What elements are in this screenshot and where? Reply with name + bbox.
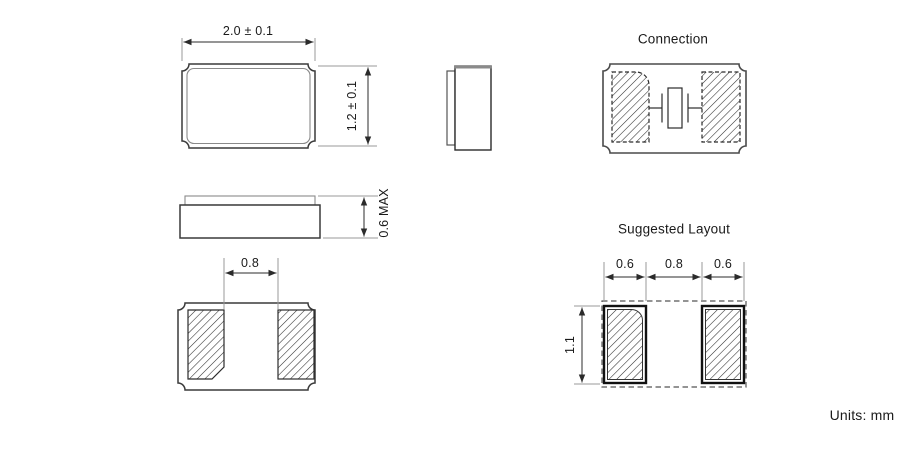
- package-body-outline: [181, 63, 316, 149]
- layout-title: Suggested Layout: [617, 221, 731, 237]
- package-lid-outline: [186, 67, 311, 145]
- layout-component-outline-dashed: [601, 300, 747, 388]
- end-view-drawing: [446, 65, 492, 151]
- connection-left-pad-hatched: [611, 71, 650, 143]
- dim-label-side-height: 0.6 MAX: [376, 188, 391, 238]
- end-view-body: [454, 65, 492, 151]
- dim-label-layout-gap: 0.8: [665, 256, 683, 271]
- thickness-dimension: [318, 195, 378, 239]
- layout-right-pad-hatched: [705, 309, 741, 380]
- dim-label-top-width: 2.0 ± 0.1: [222, 23, 274, 38]
- crystal-element: [667, 87, 683, 129]
- dim-label-top-height: 1.2 ± 0.1: [344, 80, 359, 132]
- end-view-base: [446, 70, 456, 146]
- side-view-body: [179, 204, 321, 239]
- side-view-drawing: [179, 195, 378, 239]
- pad-gap-dimension: [223, 258, 279, 309]
- connection-right-pad-hatched: [701, 71, 741, 143]
- dim-label-layout-left-pad: 0.6: [616, 256, 634, 271]
- layout-width-dimensions: [603, 262, 745, 301]
- width-dimension: [181, 38, 316, 61]
- bottom-left-pad-hatched: [187, 309, 225, 380]
- top-view-drawing: [181, 38, 377, 149]
- dim-label-bottom-gap: 0.8: [241, 255, 259, 270]
- side-view-lid: [184, 195, 316, 206]
- bottom-right-pad-hatched: [277, 309, 315, 380]
- layout-height-dimension: [574, 305, 600, 385]
- crystal-symbol: [649, 87, 702, 129]
- layout-left-pad-hatched: [607, 308, 644, 380]
- layout-drawing: [574, 262, 747, 388]
- connection-drawing: [602, 63, 747, 154]
- dim-label-layout-height: 1.1: [562, 336, 577, 354]
- units-note: Units: mm: [829, 407, 895, 423]
- height-dimension: [318, 65, 377, 147]
- dim-label-layout-right-pad: 0.6: [714, 256, 732, 271]
- bottom-view-drawing: [177, 258, 316, 391]
- connection-title: Connection: [637, 31, 709, 47]
